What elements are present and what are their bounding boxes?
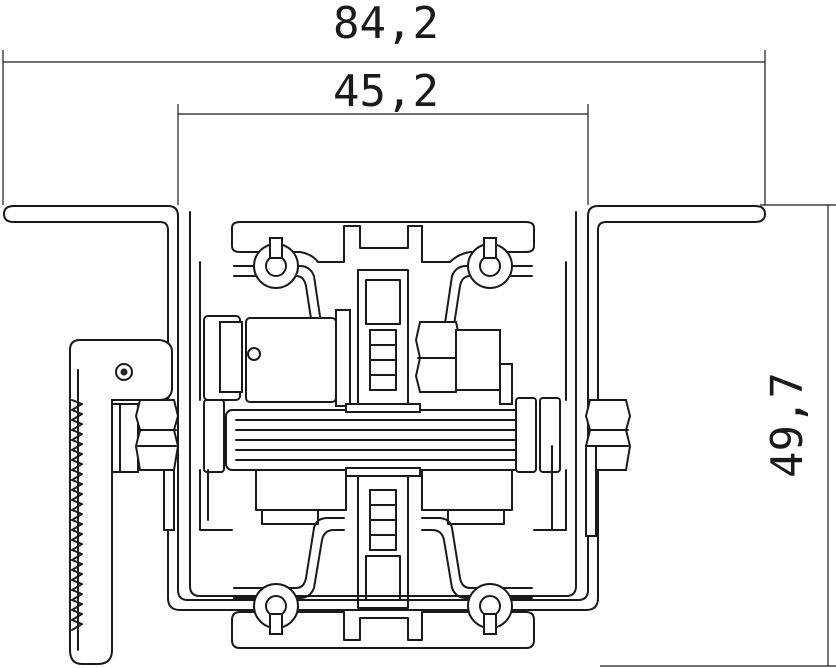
hex-nut-upper-right: [414, 321, 513, 405]
wheel-bottom-left: [253, 583, 299, 635]
dimension-height: 49,7: [600, 204, 836, 667]
wheel-top-left: [253, 237, 299, 289]
carriage-body: [231, 221, 535, 649]
dimension-inner-width: 45,2: [177, 66, 589, 205]
dimension-overall-width: 84,2: [2, 0, 766, 205]
lower-rail-left: [233, 517, 345, 599]
lower-blocks: [199, 445, 567, 531]
dimension-label-overall-width: 84,2: [333, 0, 439, 49]
central-spine: [357, 269, 409, 609]
wheel-bottom-right: [467, 583, 513, 635]
hex-bolt-left: [134, 399, 180, 531]
clamp-lever: [69, 339, 173, 665]
wheel-top-right: [467, 237, 513, 289]
dimension-label-height: 49,7: [762, 372, 813, 478]
central-shaft: [203, 397, 561, 477]
outer-frame: [3, 205, 766, 611]
clamp-block-left: [203, 309, 351, 407]
dimension-label-inner-width: 45,2: [333, 66, 439, 117]
lower-rail-right: [421, 517, 533, 599]
hex-bolt-right: [584, 399, 632, 537]
